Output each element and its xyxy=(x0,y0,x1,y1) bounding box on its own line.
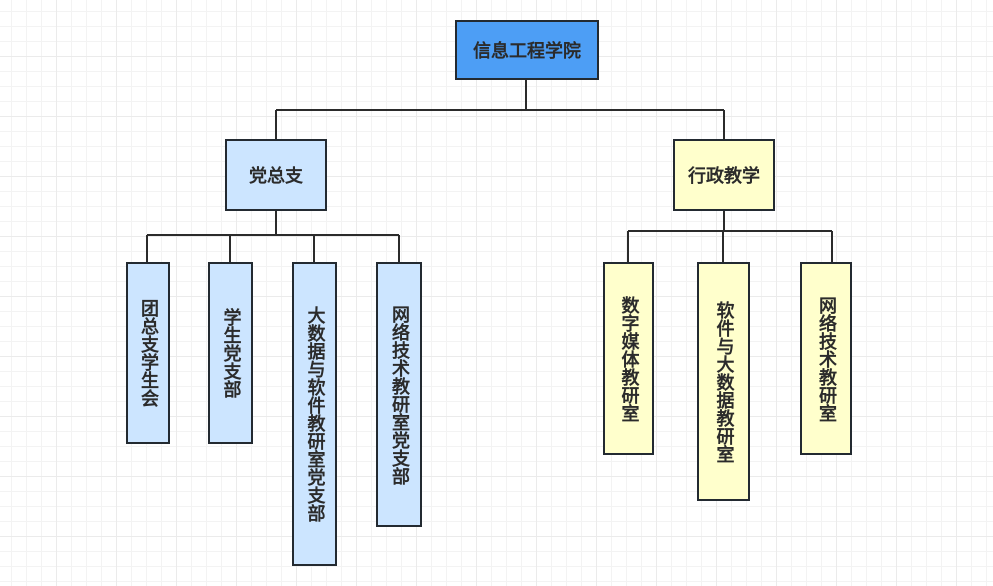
root-label: 信息工程学院 xyxy=(473,41,581,62)
node-digital-media[interactable]: 数字媒体教研室 xyxy=(603,262,654,455)
node-label: 网络技术教研室 xyxy=(816,295,837,422)
node-software-bigdata[interactable]: 软件与大数据教研室 xyxy=(697,262,750,501)
root-node[interactable]: 信息工程学院 xyxy=(455,20,599,80)
node-youth-league[interactable]: 团总支学生会 xyxy=(126,262,170,444)
connector-root xyxy=(275,79,725,139)
node-label: 党总支 xyxy=(249,166,303,187)
node-party-branch[interactable]: 党总支 xyxy=(225,139,327,211)
node-network-party-branch[interactable]: 网络技术教研室党支部 xyxy=(376,262,422,527)
node-label: 行政教学 xyxy=(688,166,760,187)
node-bigdata-software-party-branch[interactable]: 大数据与软件教研室党支部 xyxy=(292,262,337,566)
node-label: 数字媒体教研室 xyxy=(618,295,640,422)
node-network-tech[interactable]: 网络技术教研室 xyxy=(800,262,852,455)
node-student-party-branch[interactable]: 学生党支部 xyxy=(208,262,253,444)
node-administration[interactable]: 行政教学 xyxy=(673,139,775,211)
node-label: 网络技术教研室党支部 xyxy=(389,304,410,485)
node-label: 团总支学生会 xyxy=(138,299,159,407)
node-label: 学生党支部 xyxy=(220,308,242,398)
node-label: 大数据与软件教研室党支部 xyxy=(304,306,326,522)
node-label: 软件与大数据教研室 xyxy=(713,300,735,463)
connector-right xyxy=(627,210,833,262)
connector-left xyxy=(146,210,400,262)
